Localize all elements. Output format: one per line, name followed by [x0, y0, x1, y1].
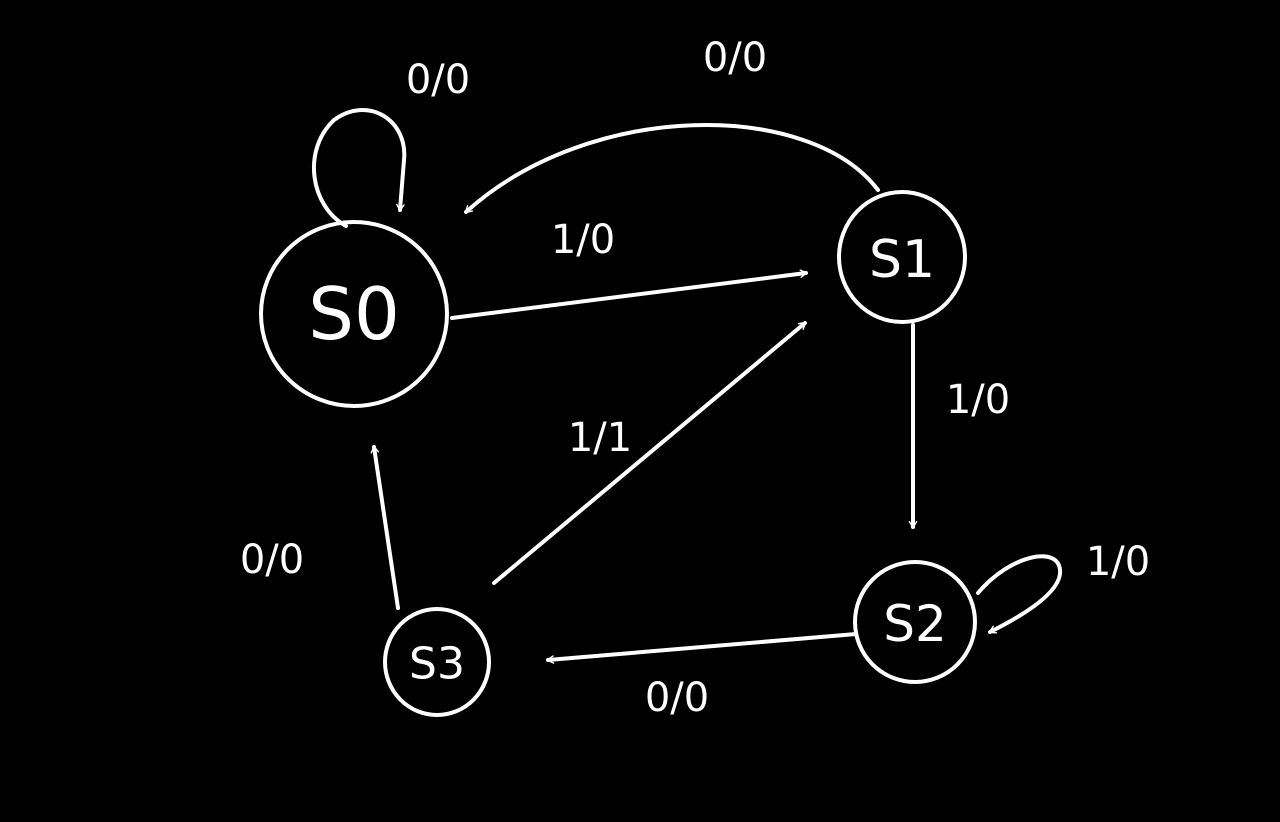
state-s0: S0: [259, 220, 449, 408]
state-s2-circle: [853, 560, 977, 684]
state-s1-circle: [837, 190, 967, 324]
transition-s3-to-s0: [370, 445, 400, 610]
transition-s0-self: [311, 108, 407, 228]
transition-s1-to-s0-label: 0/0: [703, 35, 767, 81]
transition-s1-to-s0: [464, 123, 880, 214]
state-s0-label: S0: [308, 272, 400, 356]
state-s0-circle: [259, 220, 449, 408]
state-s1-label: S1: [869, 230, 935, 290]
transition-s3-to-s0-label: 0/0: [240, 537, 304, 583]
state-s3-label: S3: [409, 639, 465, 690]
transition-s2-self-label: 1/0: [1086, 539, 1150, 585]
state-s3: S3: [383, 607, 491, 717]
transition-s0-self-label: 0/0: [406, 57, 470, 103]
transition-s2-to-s3-label: 0/0: [645, 675, 709, 721]
transition-s2-to-s3: [546, 632, 858, 664]
state-s2: S2: [853, 560, 977, 684]
state-s2-label: S2: [883, 595, 947, 653]
transition-s3-to-s1: [492, 321, 807, 585]
state-s3-circle: [383, 607, 491, 717]
transition-s3-to-s1-label: 1/1: [568, 415, 632, 461]
transition-s1-to-s2-label: 1/0: [946, 377, 1010, 423]
transition-s0-to-s1: [450, 269, 808, 320]
state-s1: S1: [837, 190, 967, 324]
transition-s2-self: [976, 554, 1063, 634]
transition-s0-to-s1-label: 1/0: [551, 217, 615, 263]
